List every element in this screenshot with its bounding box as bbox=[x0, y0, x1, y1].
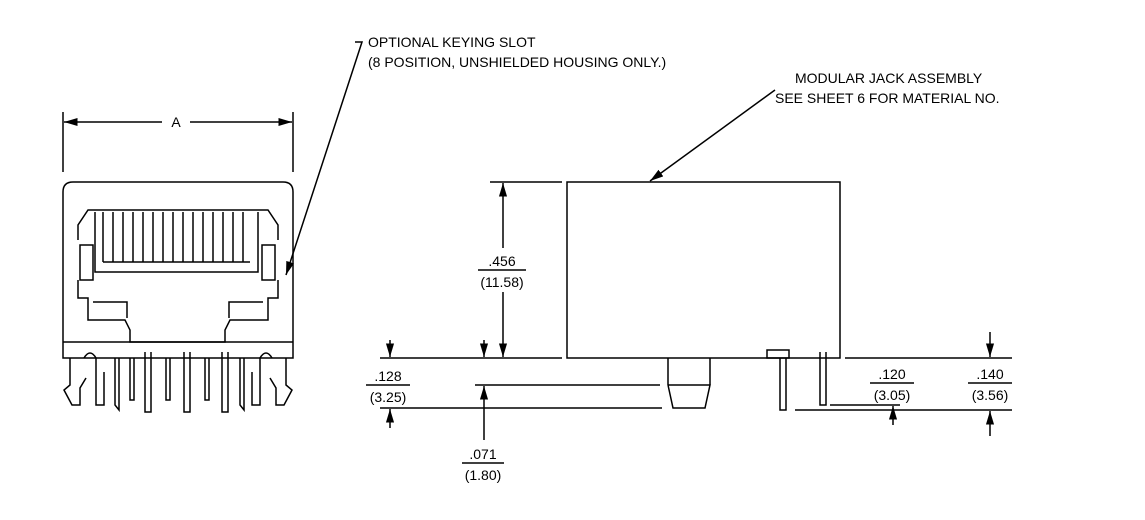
right-board-lock bbox=[251, 352, 293, 406]
lower-cavity-inner bbox=[93, 301, 263, 318]
locating-post bbox=[667, 358, 711, 409]
lead-tab bbox=[766, 349, 790, 359]
lead-right bbox=[819, 352, 827, 406]
side-view bbox=[366, 89, 1012, 464]
jack-note-line1: MODULAR JACK ASSEMBLY bbox=[795, 70, 983, 86]
lead-left bbox=[779, 358, 787, 411]
keying-note-line2: (8 POSITION, UNSHIELDED HOUSING ONLY.) bbox=[368, 54, 666, 70]
dim-standoff-mm: (3.25) bbox=[370, 389, 407, 405]
jack-note-leader bbox=[649, 89, 776, 182]
dim-post-inch: .071 bbox=[469, 446, 496, 462]
pins bbox=[114, 352, 245, 413]
dim-a-label: A bbox=[171, 114, 181, 130]
front-view bbox=[62, 41, 364, 413]
keying-note-line1: OPTIONAL KEYING SLOT bbox=[368, 34, 536, 50]
dim-height-inch: .456 bbox=[488, 253, 515, 269]
dim-lead-b-inch: .140 bbox=[976, 366, 1003, 382]
lower-cavity bbox=[77, 280, 279, 343]
housing-outline bbox=[62, 181, 294, 359]
left-latch bbox=[79, 244, 94, 281]
dim-lead-b-mm: (3.56) bbox=[972, 387, 1009, 403]
dim-height-mm: (11.58) bbox=[480, 274, 523, 290]
jack-opening bbox=[77, 209, 279, 240]
dim-lead-a-inch: .120 bbox=[878, 366, 905, 382]
jack-body bbox=[566, 181, 841, 359]
dim-post-mm: (1.80) bbox=[465, 467, 502, 483]
dim-standoff-inch: .128 bbox=[374, 368, 401, 384]
left-board-lock bbox=[63, 352, 105, 406]
keying-slot-leader bbox=[285, 41, 364, 276]
contact-fingers bbox=[94, 212, 259, 273]
right-latch bbox=[261, 244, 276, 281]
dim-lead-a-mm: (3.05) bbox=[874, 387, 911, 403]
jack-note-line2: SEE SHEET 6 FOR MATERIAL NO. bbox=[775, 90, 1000, 106]
